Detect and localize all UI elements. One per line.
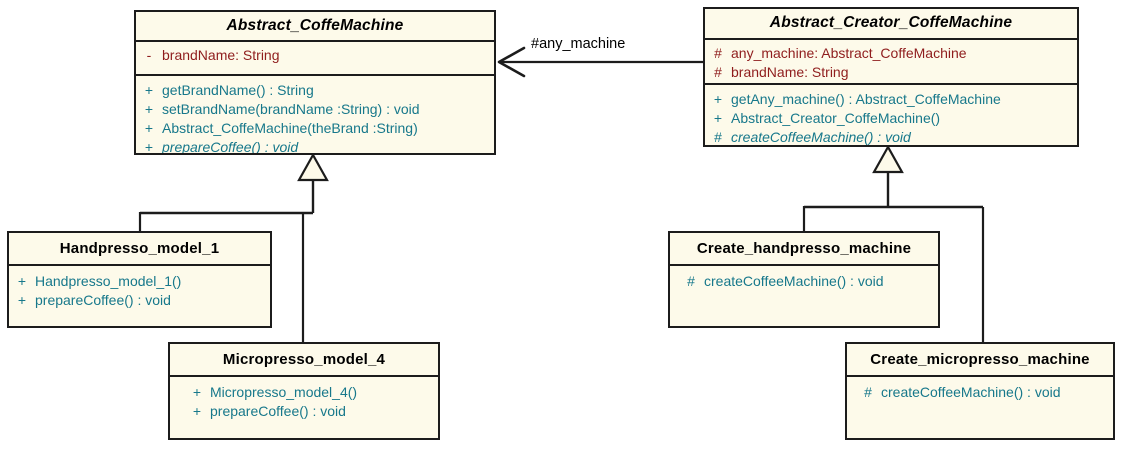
methods-compartment-handpresso-model-1: + Handpresso_model_1() + prepareCoffee()…: [9, 264, 270, 326]
method-signature: getBrandName() : String: [162, 82, 314, 99]
method-row: # createCoffeeMachine() : void: [670, 272, 938, 291]
generalization-triangle-right: [872, 144, 904, 174]
visibility-marker: +: [192, 384, 202, 400]
class-abstract-creator-coffemachine[interactable]: Abstract_Creator_CoffeMachine # any_mach…: [703, 7, 1079, 147]
method-row: + Abstract_CoffeMachine(theBrand :String…: [136, 119, 494, 138]
class-create-micropresso-machine[interactable]: Create_micropresso_machine # createCoffe…: [845, 342, 1115, 440]
visibility-marker: +: [144, 101, 154, 118]
method-row: + Handpresso_model_1(): [9, 272, 270, 291]
class-title-create-handpresso-machine: Create_handpresso_machine: [696, 240, 912, 257]
visibility-marker: #: [864, 384, 872, 400]
class-handpresso-model-1[interactable]: Handpresso_model_1 + Handpresso_model_1(…: [7, 231, 272, 328]
method-signature: Micropresso_model_4(): [210, 384, 358, 400]
method-row: + setBrandName(brandName :String) : void: [136, 100, 494, 119]
attribute-row: - brandName: String: [136, 46, 494, 65]
visibility-marker: #: [714, 44, 722, 61]
method-row: + prepareCoffee() : void: [9, 291, 270, 310]
class-title-abstract-creator-coffemachine: Abstract_Creator_CoffeMachine: [769, 14, 1013, 32]
methods-compartment-abstract-coffemachine: + getBrandName() : String + setBrandName…: [136, 74, 494, 153]
visibility-marker: +: [17, 273, 27, 289]
attribute-row: # brandName: String: [705, 63, 1077, 82]
method-signature: prepareCoffee() : void: [210, 403, 346, 419]
method-row: # createCoffeeMachine() : void: [705, 128, 1077, 145]
method-signature: Abstract_Creator_CoffeMachine(): [731, 110, 941, 127]
class-micropresso-model-4[interactable]: Micropresso_model_4 + Micropresso_model_…: [168, 342, 440, 440]
visibility-marker: +: [144, 82, 154, 99]
association-label-any-machine: #any_machine: [531, 36, 626, 52]
attribute-signature: any_machine: Abstract_CoffeMachine: [731, 44, 967, 61]
visibility-marker: +: [144, 120, 154, 137]
method-signature: getAny_machine() : Abstract_CoffeMachine: [731, 91, 1001, 108]
class-title-micropresso-model-4: Micropresso_model_4: [222, 351, 386, 368]
class-create-handpresso-machine[interactable]: Create_handpresso_machine # createCoffee…: [668, 231, 940, 328]
visibility-marker: #: [687, 273, 695, 289]
method-signature: prepareCoffee() : void: [35, 292, 171, 308]
method-row: # createCoffeeMachine() : void: [847, 383, 1113, 402]
methods-compartment-create-micropresso-machine: # createCoffeeMachine() : void: [847, 375, 1113, 438]
visibility-marker: +: [713, 110, 723, 127]
generalization-triangle-left: [297, 152, 329, 182]
method-signature: createCoffeeMachine() : void: [881, 384, 1061, 400]
visibility-marker: +: [17, 292, 27, 308]
method-row: + getAny_machine() : Abstract_CoffeMachi…: [705, 90, 1077, 109]
methods-compartment-create-handpresso-machine: # createCoffeeMachine() : void: [670, 264, 938, 326]
visibility-marker: #: [714, 129, 722, 145]
method-signature: Abstract_CoffeMachine(theBrand :String): [162, 120, 418, 137]
visibility-marker: +: [192, 403, 202, 419]
method-row: + prepareCoffee() : void: [170, 402, 438, 421]
method-signature: createCoffeeMachine() : void: [704, 273, 884, 289]
visibility-marker: +: [144, 139, 154, 154]
class-title-create-micropresso-machine: Create_micropresso_machine: [870, 351, 1090, 368]
visibility-marker: #: [714, 63, 722, 80]
attribute-row: # any_machine: Abstract_CoffeMachine: [705, 44, 1077, 63]
class-title-abstract-coffemachine: Abstract_CoffeMachine: [226, 16, 404, 34]
attribute-signature: brandName: String: [162, 46, 280, 63]
attribute-signature: brandName: String: [731, 63, 849, 80]
class-title-handpresso-model-1: Handpresso_model_1: [59, 240, 220, 257]
method-signature: createCoffeeMachine() : void: [731, 129, 911, 145]
methods-compartment-micropresso-model-4: + Micropresso_model_4() + prepareCoffee(…: [170, 375, 438, 438]
attributes-compartment-abstract-coffemachine: - brandName: String: [136, 39, 494, 75]
method-signature: prepareCoffee() : void: [162, 139, 299, 154]
visibility-marker: -: [146, 46, 152, 63]
class-abstract-coffemachine[interactable]: Abstract_CoffeMachine - brandName: Strin…: [134, 10, 496, 155]
method-row: + prepareCoffee() : void: [136, 138, 494, 153]
association-any-machine: [497, 46, 703, 78]
method-signature: setBrandName(brandName :String) : void: [162, 101, 420, 118]
methods-compartment-abstract-creator-coffemachine: + getAny_machine() : Abstract_CoffeMachi…: [705, 83, 1077, 145]
method-row: + Abstract_Creator_CoffeMachine(): [705, 109, 1077, 128]
attributes-compartment-abstract-creator-coffemachine: # any_machine: Abstract_CoffeMachine # b…: [705, 37, 1077, 84]
method-row: + Micropresso_model_4(): [170, 383, 438, 402]
method-row: + getBrandName() : String: [136, 81, 494, 100]
method-signature: Handpresso_model_1(): [35, 273, 182, 289]
visibility-marker: +: [713, 91, 723, 108]
